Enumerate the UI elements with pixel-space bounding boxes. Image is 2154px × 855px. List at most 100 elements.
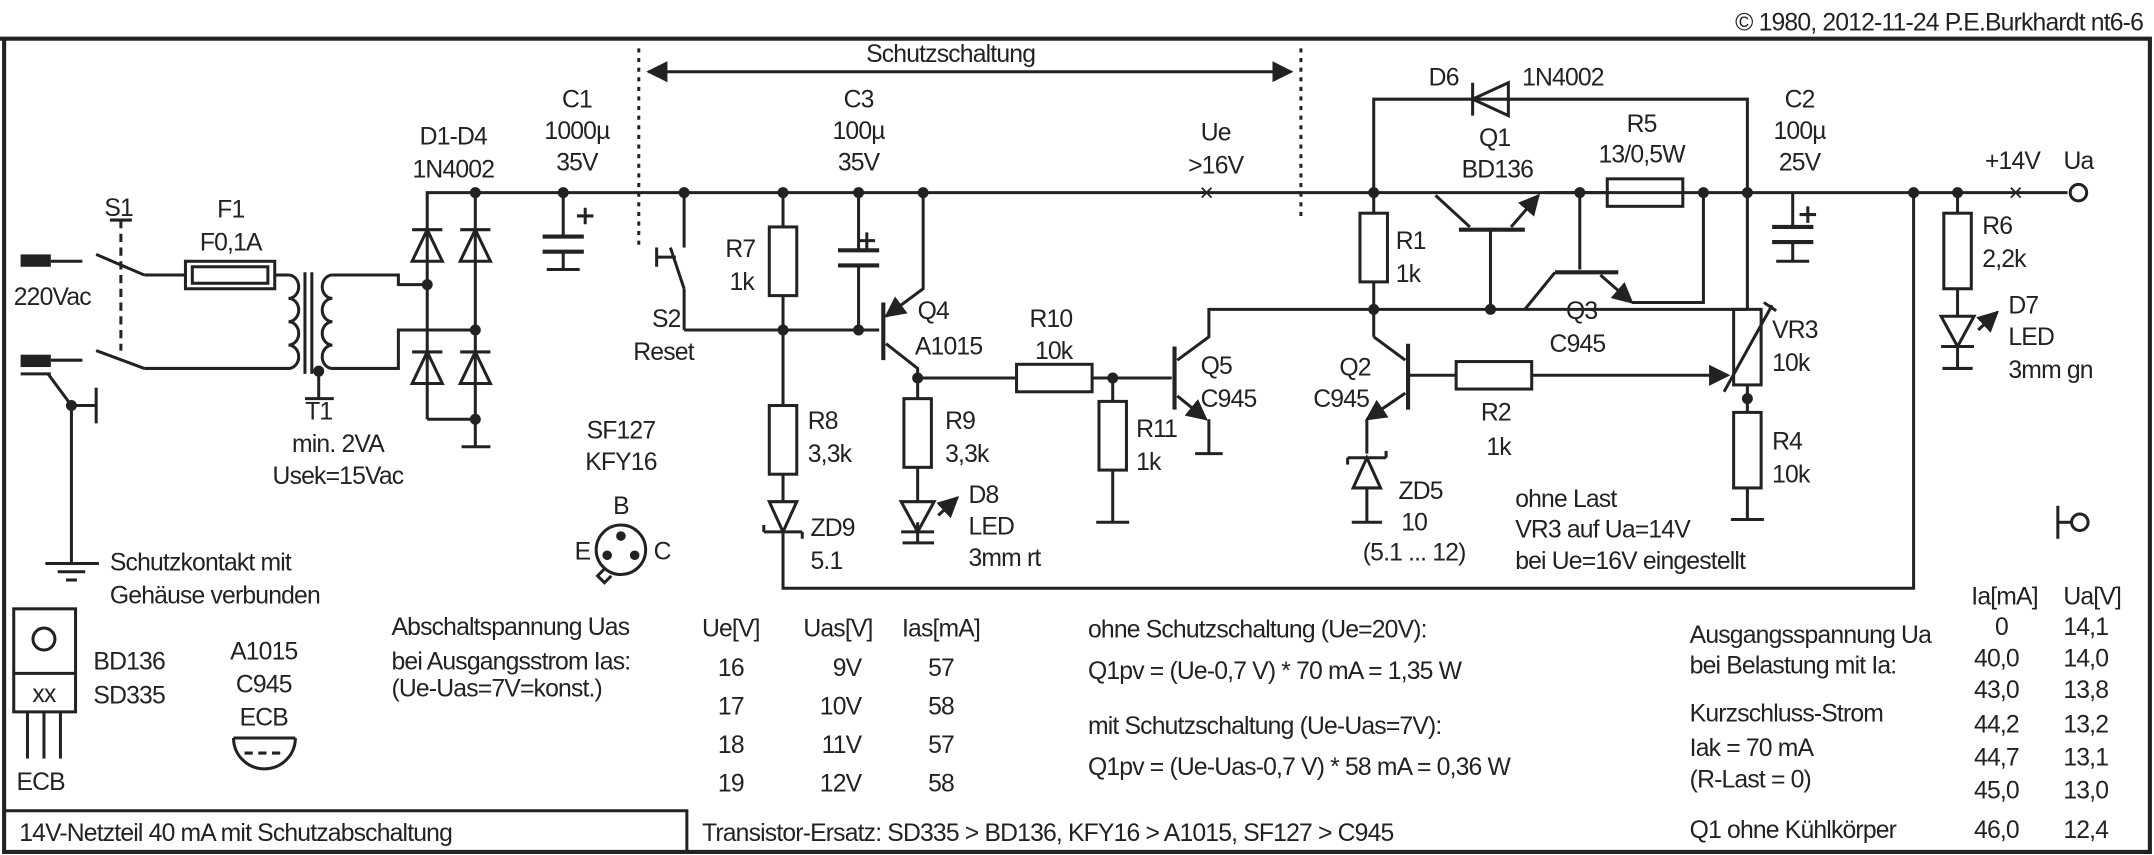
q1-label: Q1 — [1479, 125, 1510, 152]
capacitor-c1 — [542, 187, 594, 272]
d1-d4-label: D1-D4 — [420, 124, 488, 151]
table-cell: 13,1 — [2063, 744, 2108, 771]
resistor-r7 — [767, 187, 799, 406]
table-cell: 16 — [718, 655, 744, 682]
led-d8 — [898, 496, 960, 545]
calibration-note: ohne Last — [1515, 486, 1617, 513]
table-cell: 12,4 — [2063, 817, 2109, 844]
to92-type: C945 — [236, 672, 292, 699]
to126-mark: xx — [32, 681, 57, 708]
transistor-substitutes: Transistor-Ersatz: SD335 > BD136, KFY16 … — [702, 820, 1394, 847]
q2-label: Q2 — [1339, 354, 1370, 381]
table-cell: 10V — [820, 694, 863, 721]
d8-type: LED — [968, 514, 1014, 541]
copyright: © 1980, 2012-11-24 P.E.Burkhardt nt6-6 — [1735, 9, 2143, 36]
calibration-note: VR3 auf Ua=14V — [1515, 516, 1691, 543]
zd5-label: ZD5 — [1398, 478, 1442, 505]
r6-value: 2,2k — [1982, 246, 2027, 273]
table-cell: 58 — [928, 694, 954, 721]
s2-function: Reset — [633, 339, 694, 366]
dissipation-title: mit Schutzschaltung (Ue-Uas=7V): — [1088, 713, 1441, 740]
protection-section-marker — [637, 48, 1303, 248]
c2-label: C2 — [1785, 86, 1815, 113]
d8-label: D8 — [968, 482, 998, 509]
r7-value: 1k — [729, 269, 755, 296]
to126-type: BD136 — [93, 648, 165, 675]
vr3-value: 10k — [1772, 350, 1811, 377]
r9-value: 3,3k — [945, 441, 990, 468]
transistor-q4 — [881, 187, 929, 399]
to18-package-icon — [594, 523, 648, 585]
reset-switch-s2 — [655, 187, 880, 332]
r10-value: 10k — [1035, 338, 1074, 365]
to126-pins: ECB — [16, 769, 65, 796]
r5-value: 13/0,5W — [1598, 141, 1686, 168]
shutdown-header: Uas[V] — [803, 615, 872, 642]
output-terminal-positive — [2068, 182, 2089, 203]
dissipation-formula: Q1pv = (Ue-Uas-0,7 V) * 58 mA = 0,36 W — [1088, 754, 1512, 781]
d7-label: D7 — [2008, 292, 2038, 319]
d6-label: D6 — [1429, 64, 1459, 91]
table-cell: 17 — [718, 694, 744, 721]
table-cell: 58 — [928, 771, 954, 798]
short-circuit: Iak = 70 mA — [1690, 735, 1815, 762]
r9-label: R9 — [945, 408, 975, 435]
zener-zd9 — [762, 187, 1920, 590]
t1-label: T1 — [305, 398, 332, 425]
r4-value: 10k — [1772, 461, 1811, 488]
load-title: bei Belastung mit Ia: — [1690, 652, 1897, 679]
q5-type: C945 — [1201, 386, 1257, 413]
table-cell: 13,0 — [2063, 777, 2108, 804]
output-marker: × — [2008, 180, 2022, 207]
r1-label: R1 — [1396, 228, 1426, 255]
table-cell: 46,0 — [1974, 817, 2019, 844]
vr3-label: VR3 — [1772, 317, 1818, 344]
shutdown-header: Ias[mA] — [902, 615, 980, 642]
table-cell: 0 — [1995, 614, 2008, 641]
shutdown-title: Abschaltspannung Uas — [392, 614, 630, 641]
f1-value: F0,1A — [200, 229, 263, 256]
bridge-rectifier-d1-d4 — [409, 187, 1748, 449]
load-header: Ua[V] — [2063, 584, 2121, 611]
resistor-r10 — [917, 362, 1172, 394]
resistor-r1 — [1358, 192, 1389, 337]
table-cell: 44,2 — [1974, 711, 2019, 738]
c3-capacitance: 100µ — [832, 118, 885, 145]
resistor-r9 — [902, 397, 933, 502]
earth-note: Schutzkontakt mit — [110, 549, 292, 576]
frame — [0, 36, 2152, 855]
transistor-q3 — [1523, 192, 1705, 311]
load-header: Ia[mA] — [1971, 584, 2037, 611]
c1-label: C1 — [562, 86, 592, 113]
resistor-r2 — [1454, 360, 1731, 391]
dissipation-formula: Q1pv = (Ue-0,7 V) * 70 mA = 1,35 W — [1088, 658, 1463, 685]
transistor-q5 — [1172, 307, 1748, 456]
c1-capacitance: 1000µ — [544, 118, 610, 145]
s2-label: S2 — [652, 306, 681, 333]
to92-type: A1015 — [230, 639, 297, 666]
r1-value: 1k — [1396, 261, 1422, 288]
s1-label: S1 — [104, 195, 133, 222]
q2-type: C945 — [1313, 386, 1369, 413]
resistor-r6 — [1942, 187, 1973, 317]
table-cell: 57 — [928, 655, 954, 682]
table-cell: 14,1 — [2063, 614, 2108, 641]
r6-label: R6 — [1982, 213, 2012, 240]
output-terminal-ground — [2056, 505, 2090, 539]
transformer-t1 — [288, 272, 476, 401]
zd9-label: ZD9 — [810, 515, 854, 542]
diode-d6 — [1368, 80, 1749, 199]
c1-voltage: 35V — [556, 150, 599, 177]
r2-label: R2 — [1481, 400, 1511, 427]
led-d7 — [1938, 310, 1999, 370]
transistor-q2 — [1365, 335, 1457, 454]
q3-label: Q3 — [1566, 298, 1597, 325]
zd5-value: 10 — [1401, 510, 1427, 537]
calibration-note: bei Ue=16V eingestellt — [1515, 548, 1746, 575]
r8-value: 3,3k — [808, 441, 853, 468]
shutdown-title: (Ue-Uas=7V=konst.) — [392, 676, 602, 703]
d7-type: LED — [2008, 324, 2054, 351]
dissipation-title: ohne Schutzschaltung (Ue=20V): — [1088, 617, 1427, 644]
to18-type: SF127 — [587, 417, 656, 444]
to18-pin-e: E — [575, 538, 591, 565]
